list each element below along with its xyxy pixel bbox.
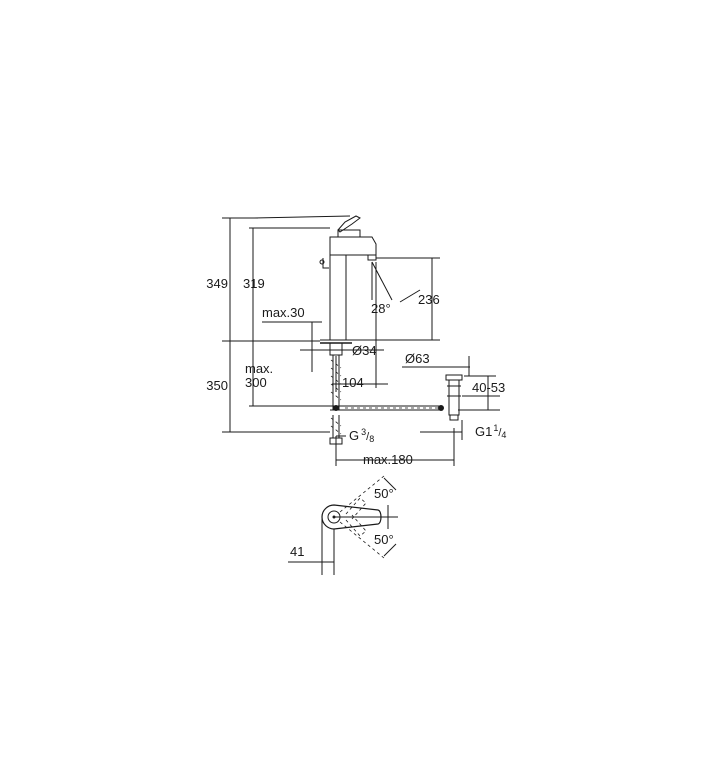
dim-max-below-deck: 300 — [245, 375, 267, 390]
dim-spout-angle: 28° — [371, 301, 391, 316]
top-view — [288, 475, 398, 575]
dim-waste-range: 40-53 — [472, 380, 505, 395]
dim-spout-reach: 104 — [342, 375, 364, 390]
dimension-lines — [222, 217, 500, 466]
dim-waste-thread: G11/4 — [475, 423, 506, 440]
dim-below-deck: 350 — [206, 378, 228, 393]
pop-up-rod — [330, 405, 444, 411]
faucet-body — [252, 215, 377, 445]
waste-valve — [445, 374, 463, 421]
dim-waste-flange: Ø63 — [405, 351, 430, 366]
dim-max-label: max. — [245, 361, 273, 376]
dim-max-pop-up: max.180 — [363, 452, 413, 467]
dim-base-offset: 41 — [290, 544, 304, 559]
dim-total-height: 349 — [206, 276, 228, 291]
dim-max-deck: max.30 — [262, 305, 305, 320]
dim-lever-angle-bottom: 50° — [374, 532, 394, 547]
dim-lever-angle-top: 50° — [374, 486, 394, 501]
dimension-labels: 349 319 28° 236 max.30 Ø34 max. 300 104 … — [206, 276, 506, 467]
top-view-labels: 50° 50° 41 — [290, 486, 394, 559]
dim-spout-outlet-height: 236 — [418, 292, 440, 307]
dim-hole-diameter: Ø34 — [352, 343, 377, 358]
dim-spout-height: 319 — [243, 276, 265, 291]
